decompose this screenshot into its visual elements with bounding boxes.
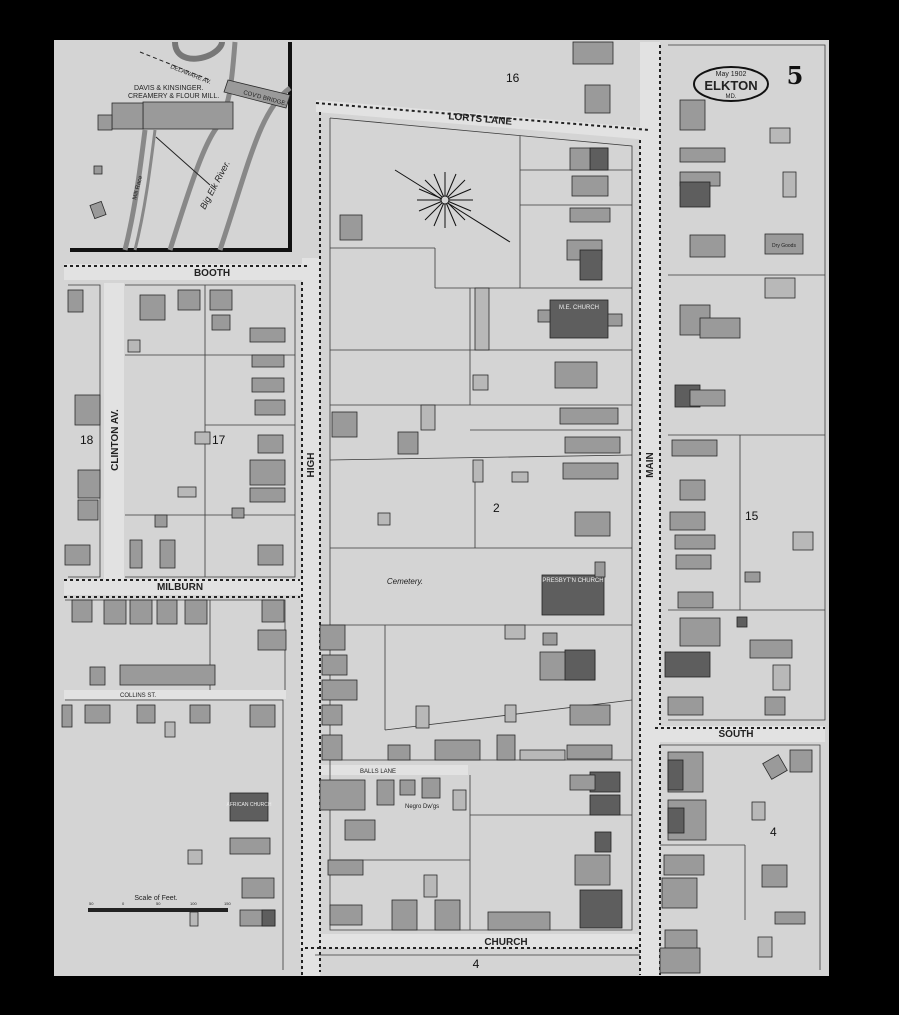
- block-number: 16: [506, 71, 520, 85]
- mill-type-label: CREAMERY & FLOUR MILL.: [128, 93, 219, 100]
- block-number: 17: [212, 433, 226, 447]
- african-church-label: AFRICAN CHURCH: [227, 802, 272, 808]
- adjacent-sheet-number: 4: [473, 957, 480, 971]
- church-street-label: CHURCH: [484, 937, 527, 948]
- title-cartouche: May 1902 ELKTON MD.: [693, 66, 769, 102]
- state-label: MD.: [726, 94, 737, 100]
- collins-st-label: COLLINS ST.: [120, 693, 156, 699]
- dry-goods-label: Dry Goods: [772, 243, 796, 249]
- sheet-number: 5: [787, 61, 804, 90]
- clinton-av-label: CLINTON AV.: [110, 409, 121, 471]
- scale-tick: 100: [190, 901, 197, 906]
- presbyterian-church-label: PRESBYT'N CHURCH: [542, 578, 603, 584]
- lot-lines: [65, 44, 826, 970]
- negro-dwellings-label: Negro Dw'gs: [405, 804, 439, 810]
- scale-label: Scale of Feet.: [134, 895, 177, 902]
- scale-tick: 0: [122, 901, 125, 906]
- mill-name-label: DAVIS & KINSINGER.: [134, 85, 204, 92]
- town-label: ELKTON: [704, 78, 757, 93]
- scale-tick: 150: [224, 901, 231, 906]
- block-number: 18: [80, 433, 94, 447]
- milburn-label: MILBURN: [157, 582, 203, 593]
- roads: [64, 42, 825, 976]
- me-church-label: M.E. CHURCH: [559, 305, 599, 311]
- block-number: 4: [770, 825, 777, 839]
- scale-tick: 50: [156, 901, 161, 906]
- scale-bar: Scale of Feet. 50 0 50 100 150: [88, 895, 231, 912]
- high-street-label: HIGH: [306, 453, 317, 478]
- block-number: 2: [493, 501, 500, 515]
- scale-tick: 50: [89, 901, 94, 906]
- block-number: 15: [745, 509, 759, 523]
- south-label: SOUTH: [719, 729, 754, 740]
- booth-label: BOOTH: [194, 268, 230, 279]
- street-edges: [64, 45, 825, 975]
- cemetery-label: Cemetery.: [387, 577, 423, 586]
- balls-lane-label: BALLS LANE: [360, 769, 396, 775]
- main-street-label: MAIN: [645, 452, 656, 478]
- buildings: [61, 41, 814, 974]
- date-label: May 1902: [716, 71, 747, 78]
- compass-rose: [394, 169, 511, 243]
